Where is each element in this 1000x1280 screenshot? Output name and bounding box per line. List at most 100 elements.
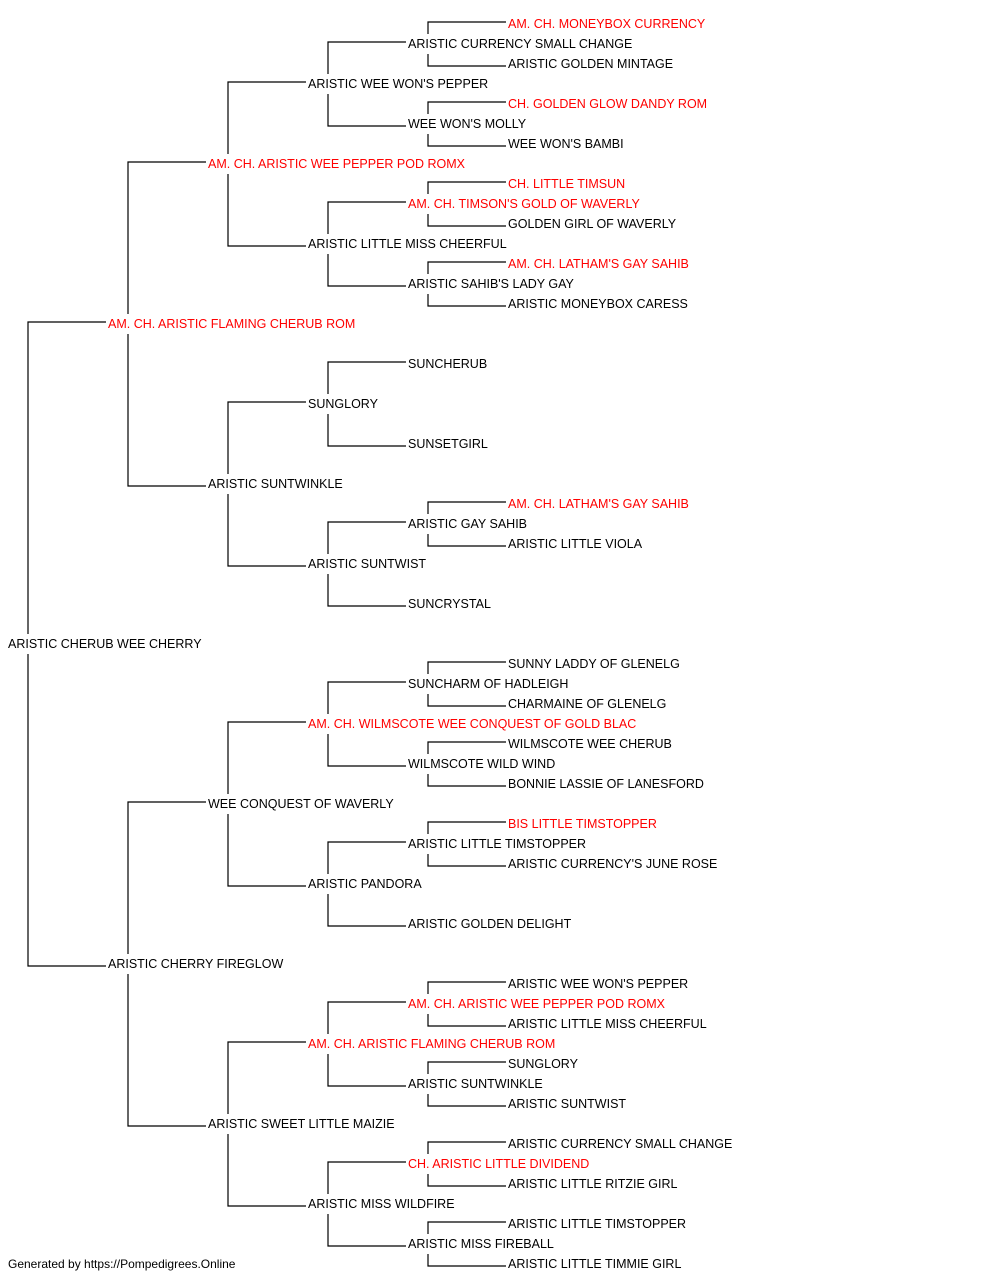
pedigree-connector (427, 214, 506, 227)
ancestor-name: GOLDEN GIRL OF WAVERLY (508, 217, 677, 231)
ancestor-name: ARISTIC LITTLE TIMSTOPPER (508, 1217, 686, 1231)
pedigree-connector (227, 721, 306, 794)
ancestor-name: AM. CH. ARISTIC FLAMING CHERUB ROM (108, 317, 355, 331)
ancestor-name: WILMSCOTE WILD WIND (408, 757, 555, 771)
pedigree-connector (427, 741, 506, 754)
pedigree-connector (327, 1214, 406, 1247)
pedigree-connector (227, 81, 306, 154)
pedigree-connector (227, 1041, 306, 1114)
pedigree-connector (427, 1061, 506, 1074)
ancestor-name: CHARMAINE OF GLENELG (508, 697, 666, 711)
subject-dog-name: ARISTIC CHERUB WEE CHERRY (8, 637, 202, 651)
pedigree-connector (327, 94, 406, 127)
ancestor-name: AM. CH. WILMSCOTE WEE CONQUEST OF GOLD B… (308, 717, 636, 731)
pedigree-connector (427, 854, 506, 867)
ancestor-name: ARISTIC LITTLE RITZIE GIRL (508, 1177, 678, 1191)
ancestor-name: AM. CH. ARISTIC WEE PEPPER POD ROMX (208, 157, 466, 171)
pedigree-connector (327, 1054, 406, 1087)
pedigree-connector (127, 801, 206, 954)
ancestor-name: AM. CH. ARISTIC WEE PEPPER POD ROMX (408, 997, 666, 1011)
ancestor-name: CH. LITTLE TIMSUN (508, 177, 625, 191)
pedigree-connector (427, 1221, 506, 1234)
pedigree-connector (427, 1141, 506, 1154)
pedigree-connector (427, 294, 506, 307)
ancestor-name: ARISTIC LITTLE VIOLA (508, 537, 643, 551)
pedigree-connector (427, 54, 506, 67)
ancestor-name: ARISTIC LITTLE MISS CHEERFUL (308, 237, 507, 251)
ancestor-name: ARISTIC LITTLE TIMMIE GIRL (508, 1257, 681, 1271)
pedigree-connector (27, 321, 106, 634)
ancestor-name: SUNSETGIRL (408, 437, 488, 451)
pedigree-connector (427, 181, 506, 194)
pedigree-connector (327, 1001, 406, 1034)
pedigree-connector (327, 41, 406, 74)
ancestor-name: ARISTIC SUNTWINKLE (408, 1077, 543, 1091)
ancestor-name: WEE WON'S BAMBI (508, 137, 624, 151)
ancestor-name: SUNGLORY (508, 1057, 579, 1071)
ancestor-name: SUNGLORY (308, 397, 379, 411)
pedigree-connector (127, 334, 206, 487)
ancestor-name: AM. CH. MONEYBOX CURRENCY (508, 17, 706, 31)
pedigree-connector (427, 1094, 506, 1107)
pedigree-connector (127, 974, 206, 1127)
ancestor-name: ARISTIC MONEYBOX CARESS (508, 297, 688, 311)
ancestor-name: ARISTIC GAY SAHIB (408, 517, 527, 531)
pedigree-connector (427, 1014, 506, 1027)
generated-by-footer: Generated by https://Pompedigrees.Online (8, 1257, 236, 1271)
ancestor-name: SUNNY LADDY OF GLENELG (508, 657, 680, 671)
pedigree-connector (427, 774, 506, 787)
pedigree-connector (227, 814, 306, 887)
pedigree-connector-lines (27, 21, 506, 1267)
pedigree-connector (427, 261, 506, 274)
pedigree-connector (327, 681, 406, 714)
ancestor-name: SUNCHARM OF HADLEIGH (408, 677, 568, 691)
ancestor-name: ARISTIC MISS FIREBALL (408, 1237, 554, 1251)
pedigree-connector (327, 574, 406, 607)
pedigree-connector (327, 1161, 406, 1194)
ancestor-name: ARISTIC CURRENCY'S JUNE ROSE (508, 857, 717, 871)
ancestor-name: WEE CONQUEST OF WAVERLY (208, 797, 394, 811)
ancestor-name: ARISTIC MISS WILDFIRE (308, 1197, 455, 1211)
pedigree-connector (427, 534, 506, 547)
pedigree-connector (427, 1254, 506, 1267)
ancestor-name: ARISTIC PANDORA (308, 877, 422, 891)
pedigree-connector (327, 201, 406, 234)
pedigree-connector (427, 21, 506, 34)
ancestor-name: ARISTIC SWEET LITTLE MAIZIE (208, 1117, 395, 1131)
ancestor-name: AM. CH. LATHAM'S GAY SAHIB (508, 497, 689, 511)
ancestor-name: ARISTIC SUNTWIST (508, 1097, 626, 1111)
pedigree-connector (327, 521, 406, 554)
ancestor-name: WEE WON'S MOLLY (408, 117, 527, 131)
ancestor-name: ARISTIC SUNTWIST (308, 557, 426, 571)
pedigree-names: ARISTIC CHERUB WEE CHERRY AM. CH. ARISTIC… (8, 17, 732, 1271)
ancestor-name: AM. CH. TIMSON'S GOLD OF WAVERLY (408, 197, 640, 211)
pedigree-connector (27, 654, 106, 967)
pedigree-connector (227, 401, 306, 474)
ancestor-name: ARISTIC SUNTWINKLE (208, 477, 343, 491)
ancestor-name: ARISTIC WEE WON'S PEPPER (308, 77, 488, 91)
pedigree-connector (327, 254, 406, 287)
ancestor-name: ARISTIC CURRENCY SMALL CHANGE (508, 1137, 732, 1151)
pedigree-connector (327, 894, 406, 927)
ancestor-name: SUNCHERUB (408, 357, 487, 371)
pedigree-connector (427, 1174, 506, 1187)
pedigree-connector (427, 694, 506, 707)
pedigree-connector (227, 494, 306, 567)
ancestor-name: ARISTIC LITTLE MISS CHEERFUL (508, 1017, 707, 1031)
ancestor-name: SUNCRYSTAL (408, 597, 491, 611)
ancestor-name: ARISTIC LITTLE TIMSTOPPER (408, 837, 586, 851)
ancestor-name: BONNIE LASSIE OF LANESFORD (508, 777, 704, 791)
pedigree-connector (327, 734, 406, 767)
pedigree-connector (127, 161, 206, 314)
ancestor-name: AM. CH. LATHAM'S GAY SAHIB (508, 257, 689, 271)
ancestor-name: CH. ARISTIC LITTLE DIVIDEND (408, 1157, 589, 1171)
pedigree-connector (327, 841, 406, 874)
ancestor-name: ARISTIC WEE WON'S PEPPER (508, 977, 688, 991)
ancestor-name: WILMSCOTE WEE CHERUB (508, 737, 672, 751)
pedigree-connector (427, 501, 506, 514)
pedigree-connector (427, 981, 506, 994)
pedigree-connector (327, 361, 406, 394)
ancestor-name: ARISTIC CHERRY FIREGLOW (108, 957, 283, 971)
ancestor-name: BIS LITTLE TIMSTOPPER (508, 817, 657, 831)
